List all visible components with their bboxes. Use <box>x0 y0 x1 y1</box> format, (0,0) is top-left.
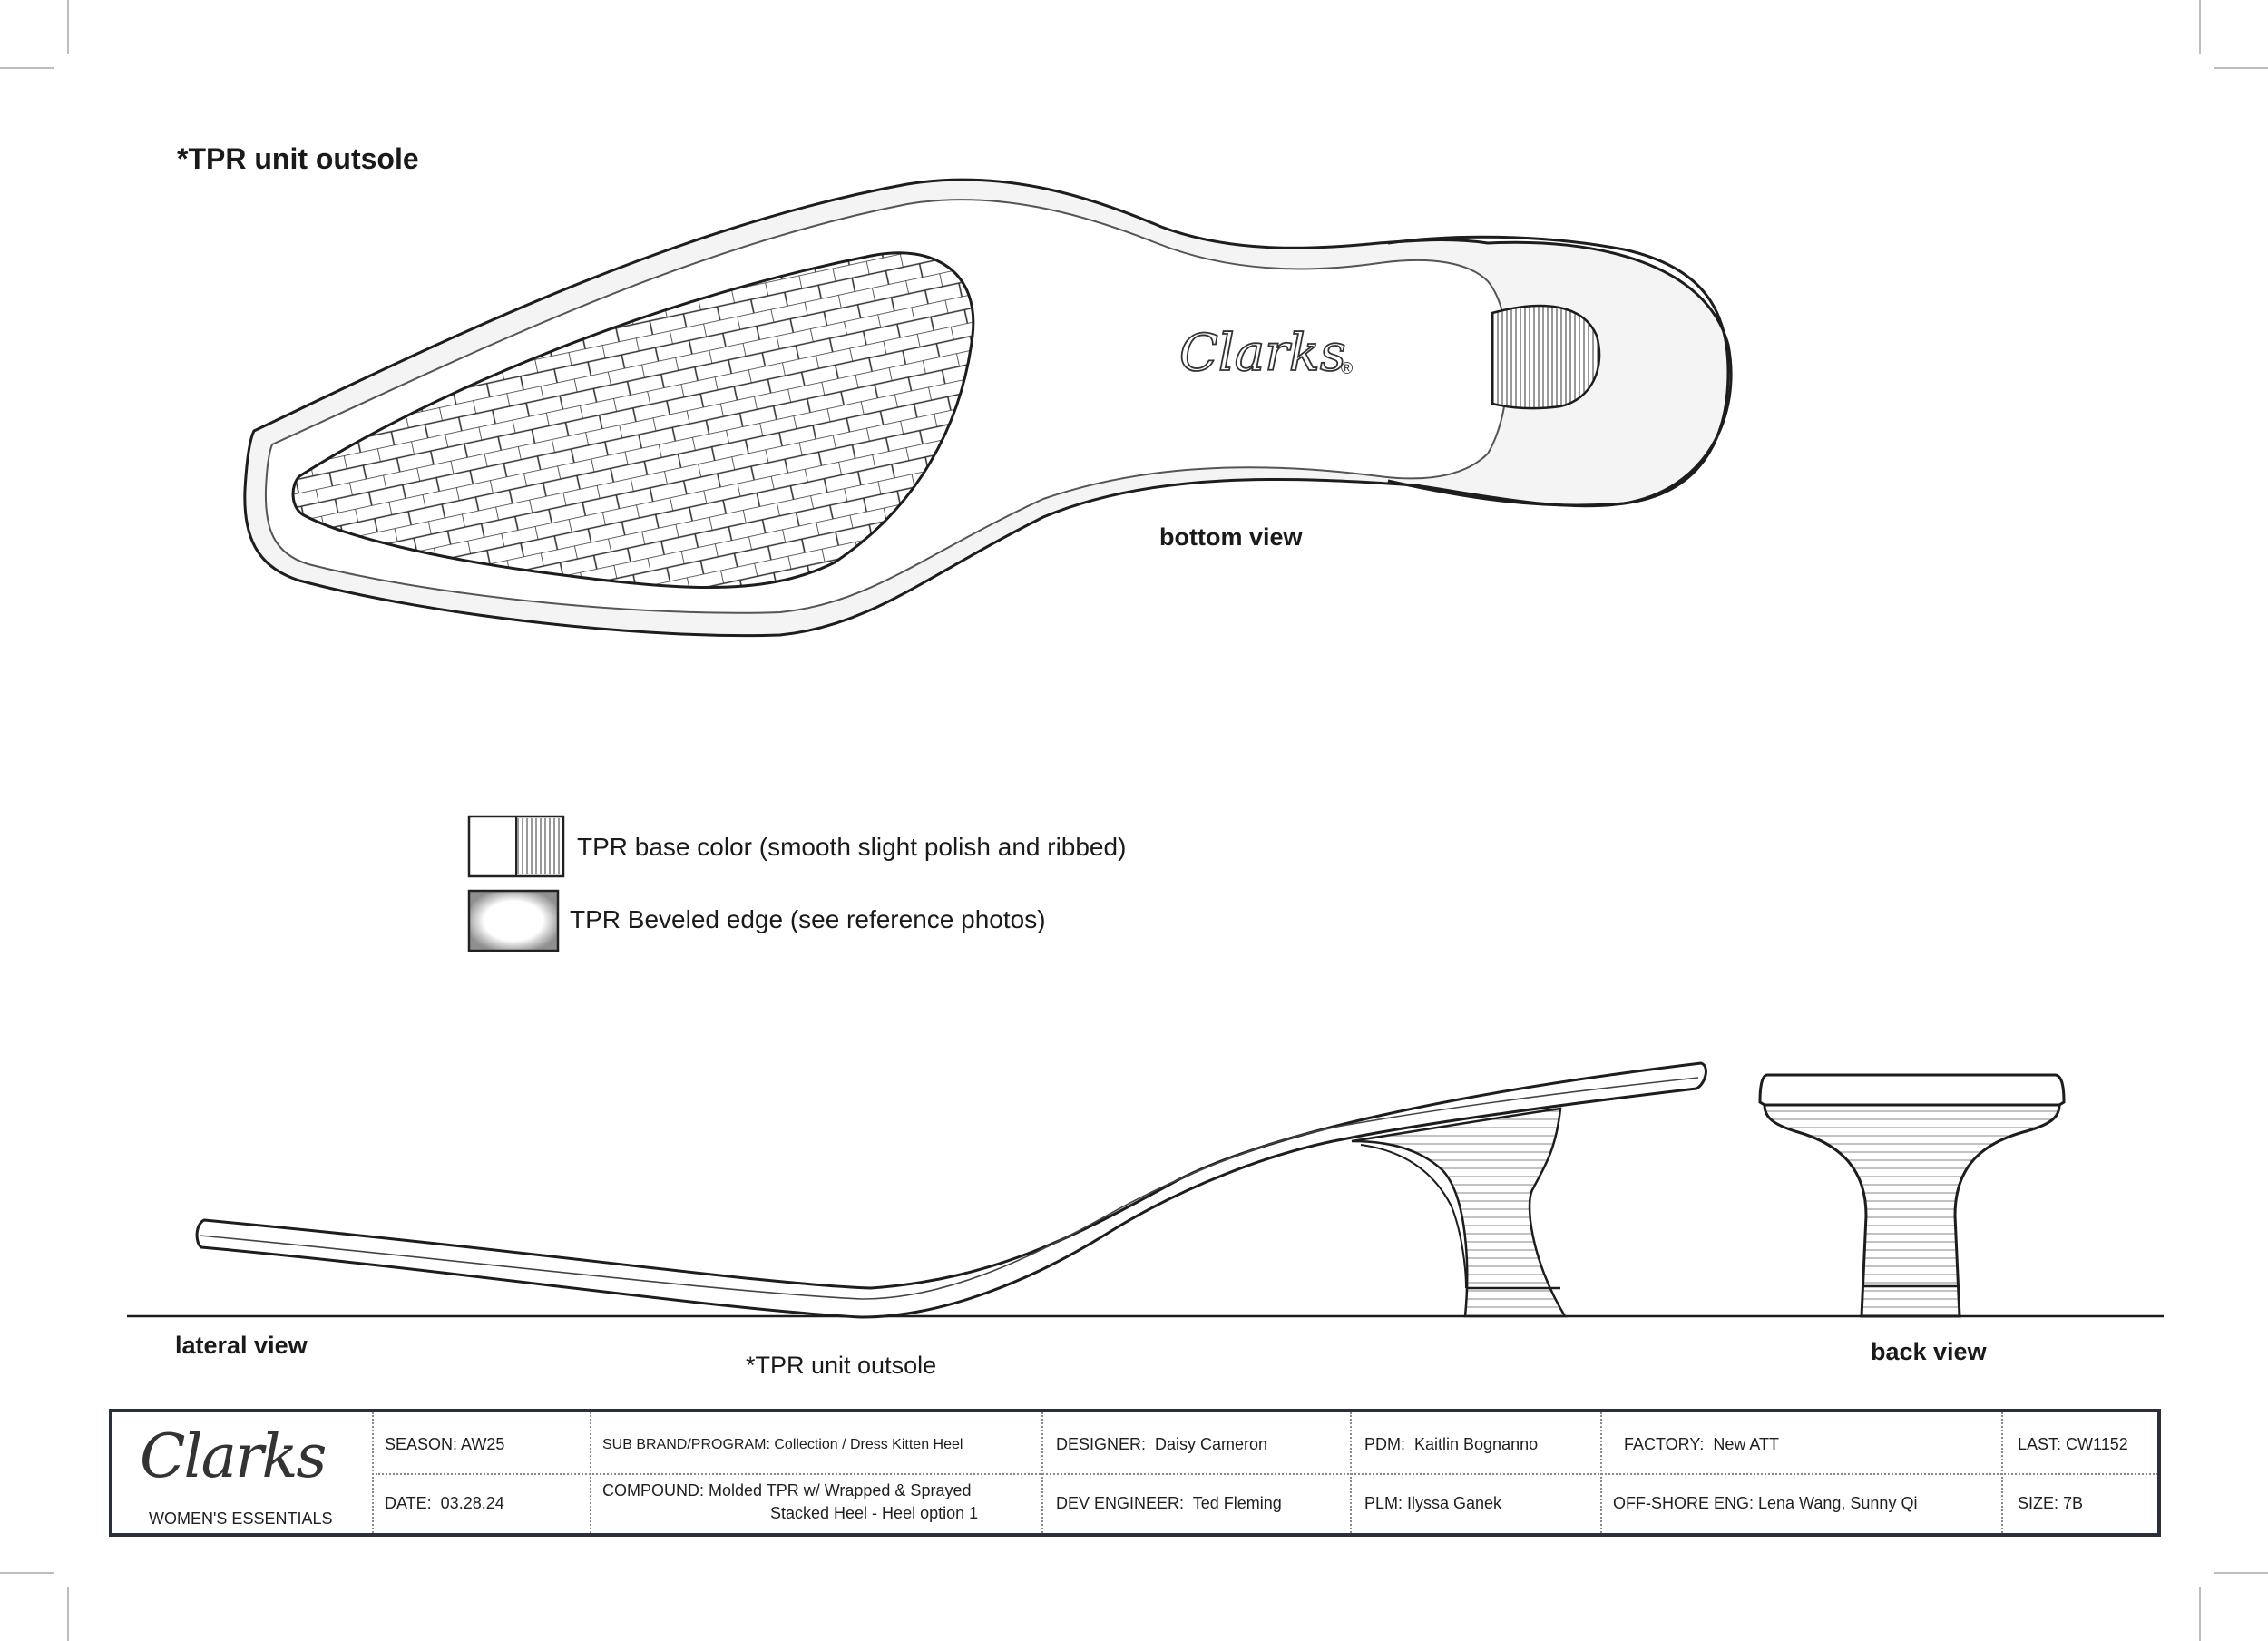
legend-swatch-base <box>467 815 565 878</box>
legend-swatch-bevel <box>467 889 560 952</box>
designer: DESIGNER: Daisy Cameron <box>1056 1435 1268 1453</box>
factory: FACTORY: New ATT <box>1624 1435 1780 1453</box>
dev-engineer: DEV ENGINEER: Ted Fleming <box>1056 1494 1282 1512</box>
brand-sub: WOMEN'S ESSENTIALS <box>149 1509 333 1528</box>
size: SIZE: 7B <box>2018 1494 2084 1512</box>
date: DATE: 03.28.24 <box>385 1494 504 1512</box>
back-view-label: back view <box>1871 1338 1987 1365</box>
sub-brand: SUB BRAND/PROGRAM: Collection / Dress Ki… <box>602 1437 963 1452</box>
title-block: Clarks WOMEN'S ESSENTIALS SEASON: AW25 D… <box>109 1409 2161 1537</box>
back-view-heel <box>1758 1073 2066 1318</box>
pdm: PDM: Kaitlin Bognanno <box>1364 1435 1539 1453</box>
compound-line2: Stacked Heel - Heel option 1 <box>770 1504 979 1522</box>
plm: PLM: Ilyssa Ganek <box>1364 1494 1502 1512</box>
crop-mark <box>2199 1587 2201 1641</box>
last: LAST: CW1152 <box>2018 1435 2128 1453</box>
crop-mark <box>0 1572 54 1574</box>
sole-logo: Clarks <box>1179 324 1346 383</box>
registered-mark: ® <box>1341 359 1353 377</box>
offshore-eng: OFF-SHORE ENG: Lena Wang, Sunny Qi <box>1613 1494 1918 1512</box>
crop-mark <box>67 1587 69 1641</box>
legend-text-bevel: TPR Beveled edge (see reference photos) <box>570 905 1046 933</box>
crop-mark <box>2214 67 2268 69</box>
crop-mark <box>2199 0 2201 54</box>
bottom-view-label: bottom view <box>1159 523 1303 551</box>
legend-text-base: TPR base color (smooth slight polish and… <box>577 833 1127 861</box>
brand-logo: Clarks <box>140 1421 327 1491</box>
lateral-view-label: lateral view <box>175 1332 308 1359</box>
compound-line1: COMPOUND: Molded TPR w/ Wrapped & Spraye… <box>602 1481 972 1499</box>
season: SEASON: AW25 <box>385 1435 505 1453</box>
bottom-view-outsole <box>243 178 1733 638</box>
top-title: *TPR unit outsole <box>177 142 419 175</box>
crop-mark <box>67 0 69 54</box>
lateral-view-outsole <box>127 1061 2164 1319</box>
crop-mark <box>0 67 54 69</box>
lateral-caption: *TPR unit outsole <box>746 1352 937 1379</box>
crop-mark <box>2214 1572 2268 1574</box>
